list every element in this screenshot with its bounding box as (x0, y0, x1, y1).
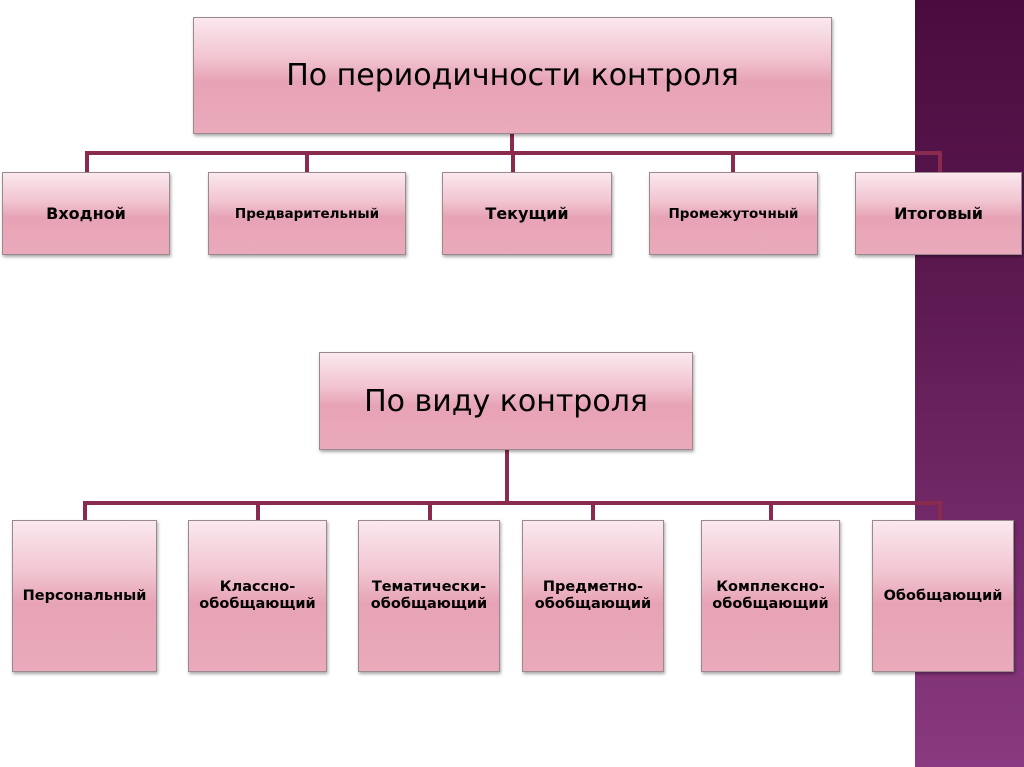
box-label: Комплексно- (716, 579, 825, 595)
connector (769, 501, 773, 521)
box-label: обобщающий (370, 596, 488, 612)
box-label: Промежуточный (668, 205, 799, 222)
connector (938, 501, 942, 521)
section1-title: По периодичности контроля (286, 58, 739, 93)
type-box: Обобщающий (872, 520, 1014, 672)
periodicity-box: Предварительный (208, 172, 406, 255)
type-box: Тематически-обобщающий (358, 520, 500, 672)
box-label: Итоговый (894, 204, 983, 223)
periodicity-box: Промежуточный (649, 172, 818, 255)
box-label: Текущий (485, 204, 569, 223)
connector (256, 501, 260, 521)
connector (511, 151, 515, 173)
connector (85, 151, 89, 173)
connector (510, 134, 514, 155)
connector (83, 501, 942, 505)
box-label: Обобщающий (883, 587, 1003, 604)
box-label: Персональный (22, 587, 147, 604)
box-label: Входной (46, 204, 126, 223)
box-label: обобщающий (534, 596, 652, 612)
connector (505, 450, 509, 505)
connector (305, 151, 309, 173)
type-box: Комплексно-обобщающий (701, 520, 840, 672)
box-label: Тематически- (371, 579, 487, 595)
box-label: Классно- (219, 579, 296, 595)
section2-title: По виду контроля (364, 383, 648, 419)
connector (731, 151, 735, 173)
connector (591, 501, 595, 521)
section2-title-box: По виду контроля (319, 352, 693, 450)
type-box: Классно-обобщающий (188, 520, 327, 672)
connector (428, 501, 432, 521)
connector (83, 501, 87, 521)
periodicity-box: Текущий (442, 172, 612, 255)
box-label: Предметно- (542, 579, 644, 595)
section1-title-box: По периодичности контроля (193, 17, 832, 134)
connector (938, 151, 942, 173)
box-label: обобщающий (199, 596, 316, 612)
box-label: обобщающий (712, 596, 829, 612)
periodicity-box: Входной (2, 172, 170, 255)
type-box: Персональный (12, 520, 157, 672)
type-box: Предметно-обобщающий (522, 520, 664, 672)
box-label: Предварительный (234, 205, 380, 222)
periodicity-box: Итоговый (855, 172, 1022, 255)
